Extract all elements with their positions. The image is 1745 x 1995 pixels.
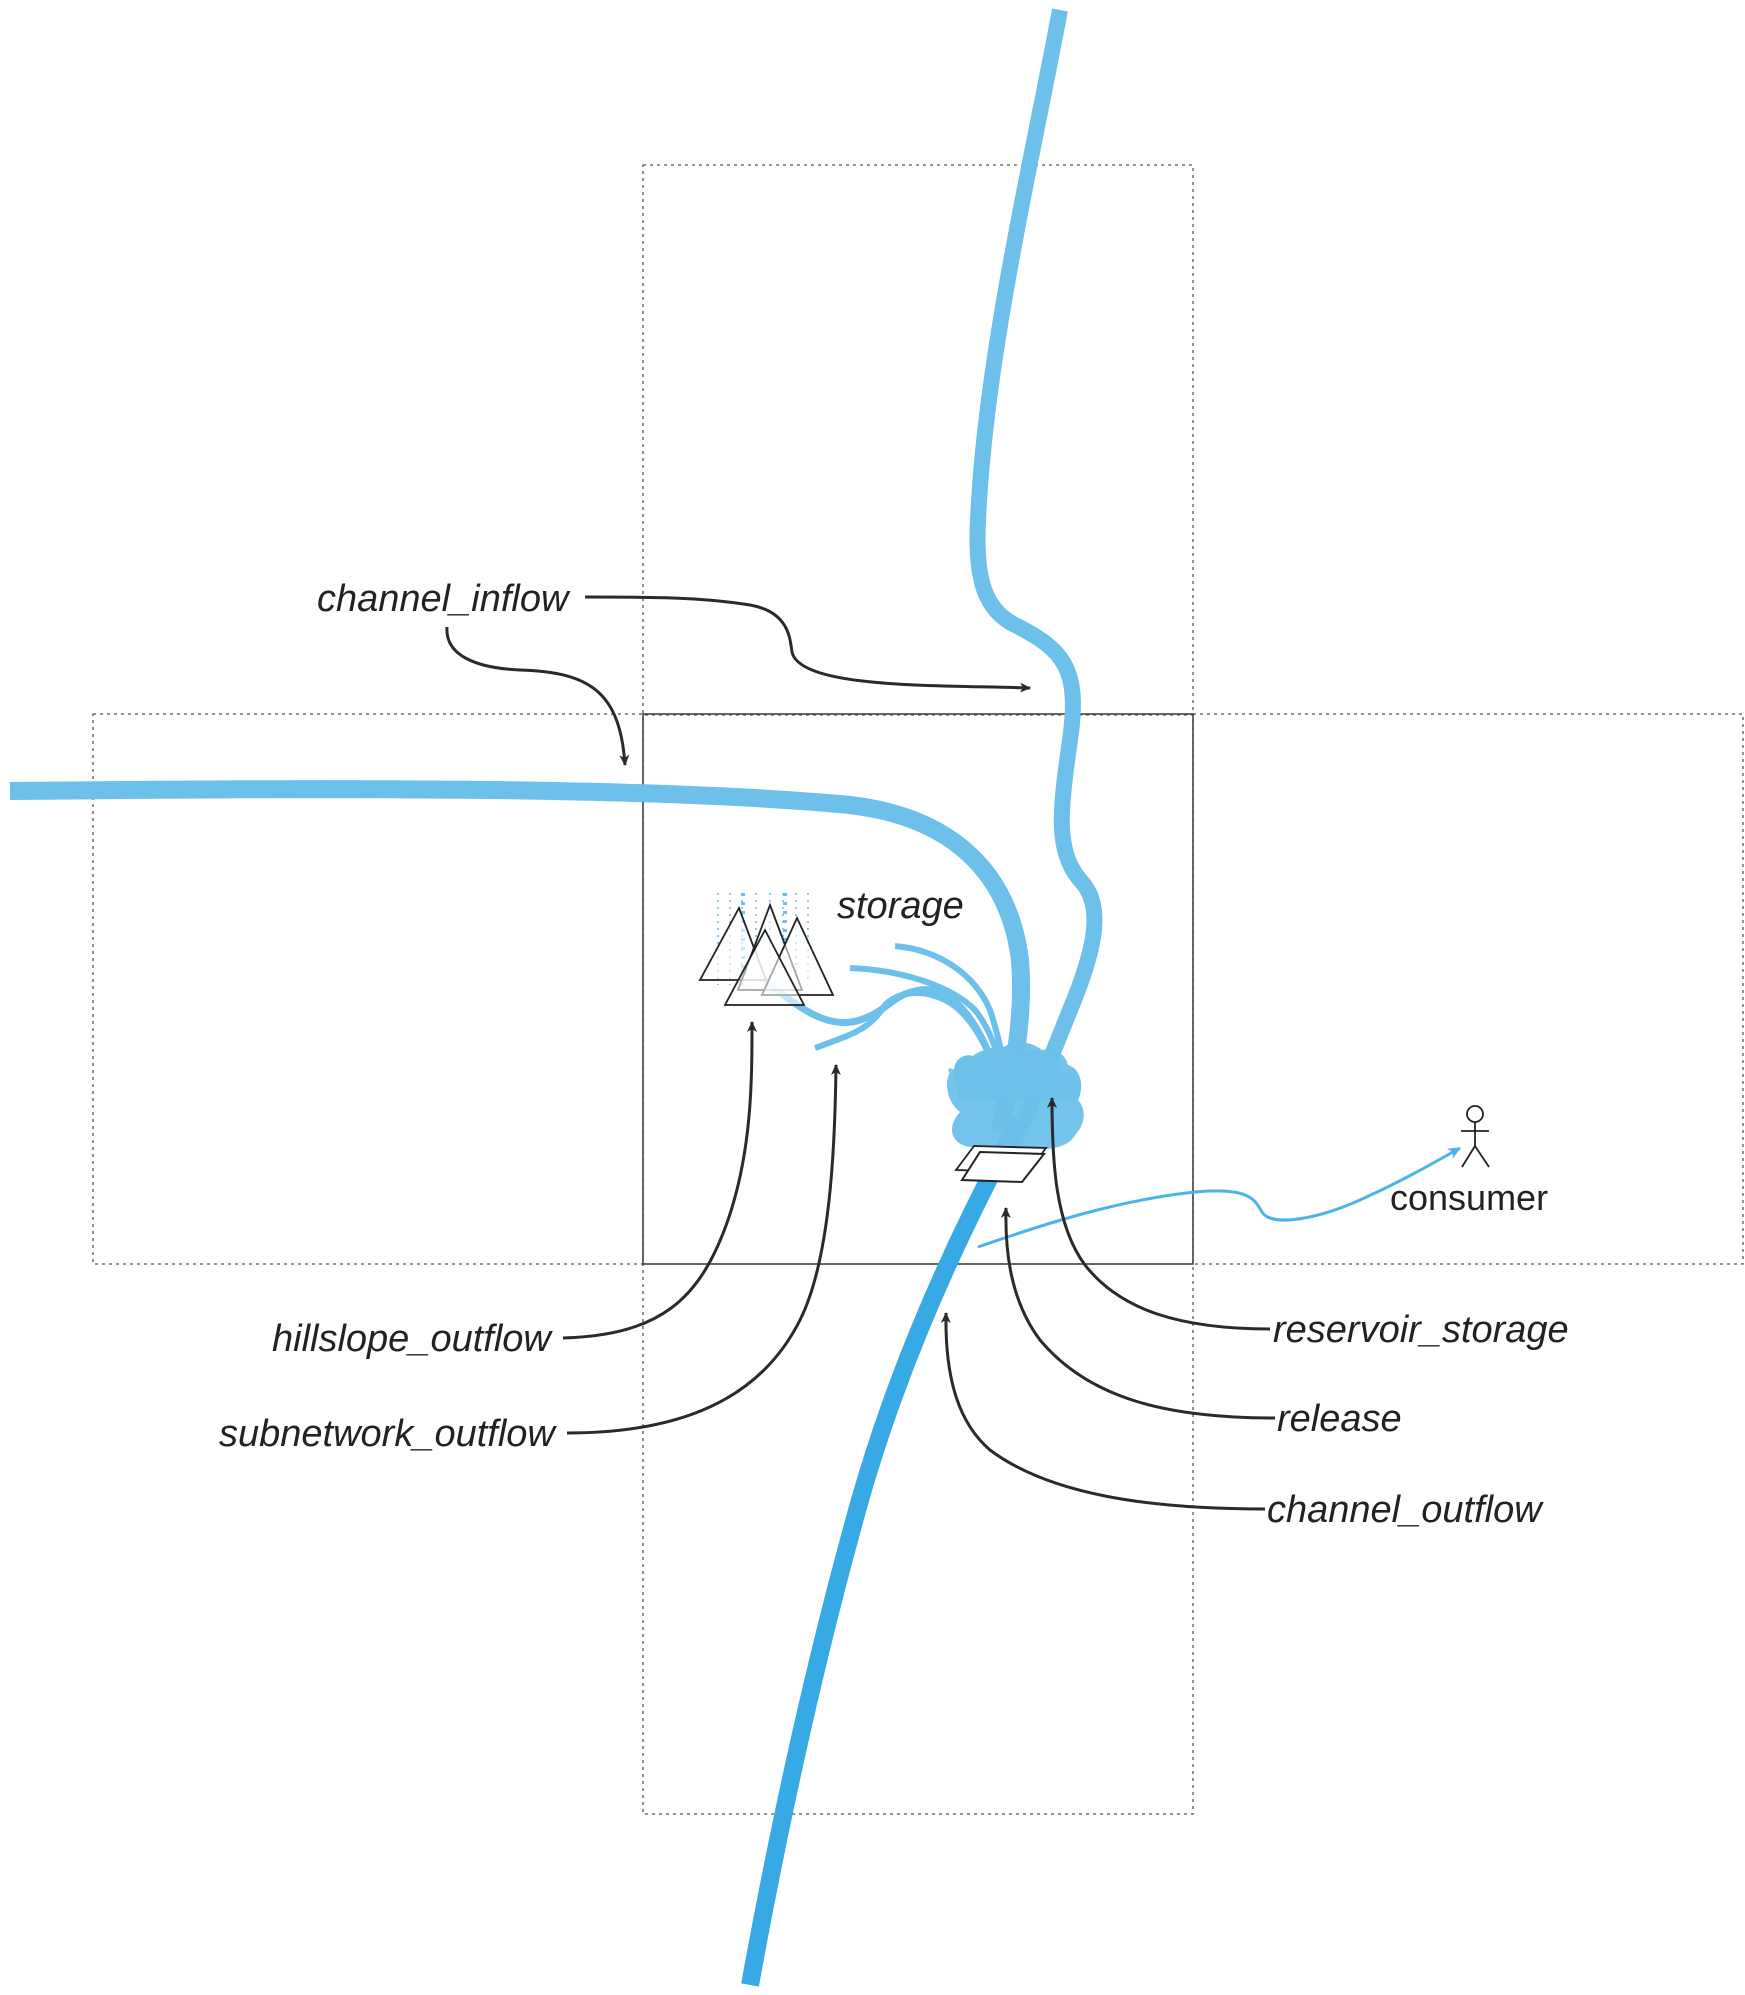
- arrow-channel-inflow-west: [445, 626, 630, 766]
- mountain-rain-icon: [698, 893, 835, 1006]
- dam-gate-icon: [954, 1145, 1048, 1184]
- grid-cell-north: [642, 164, 1194, 716]
- label-channel-inflow: channel_inflow: [317, 578, 571, 620]
- river-west-inflow: [9, 780, 1031, 1133]
- label-hillslope-outflow: hillslope_outflow: [272, 1318, 553, 1360]
- grid-cell-center: [642, 713, 1194, 1265]
- label-channel-outflow: channel_outflow: [1267, 1489, 1544, 1531]
- grid-cell-west: [92, 713, 644, 1265]
- labels: channel_inflow storage consumer hillslop…: [219, 578, 1569, 1531]
- arrow-reservoir-storage: [1047, 1097, 1271, 1331]
- arrow-channel-inflow-north: [584, 595, 1031, 693]
- arrow-release: [1000, 1207, 1276, 1420]
- reservoir-blob-icon: [947, 1042, 1084, 1157]
- withdrawal-flow: [977, 1146, 1462, 1249]
- stick-figure-icon: [1461, 1105, 1490, 1168]
- arrow-hillslope-outflow: [562, 1021, 757, 1340]
- annotation-arrows: [445, 595, 1276, 1511]
- label-subnetwork-outflow: subnetwork_outflow: [219, 1413, 557, 1455]
- label-reservoir-storage: reservoir_storage: [1273, 1309, 1569, 1351]
- river-network: [9, 8, 1103, 1987]
- label-release: release: [1277, 1398, 1402, 1440]
- arrow-subnetwork-outflow: [566, 1064, 841, 1435]
- label-consumer: consumer: [1390, 1177, 1548, 1218]
- arrow-channel-outflow: [940, 1312, 1266, 1511]
- grid-cells: [92, 164, 1744, 1815]
- river-north-inflow: [969, 8, 1103, 1164]
- label-storage: storage: [837, 885, 964, 927]
- river-south-outflow: [741, 1115, 1028, 1987]
